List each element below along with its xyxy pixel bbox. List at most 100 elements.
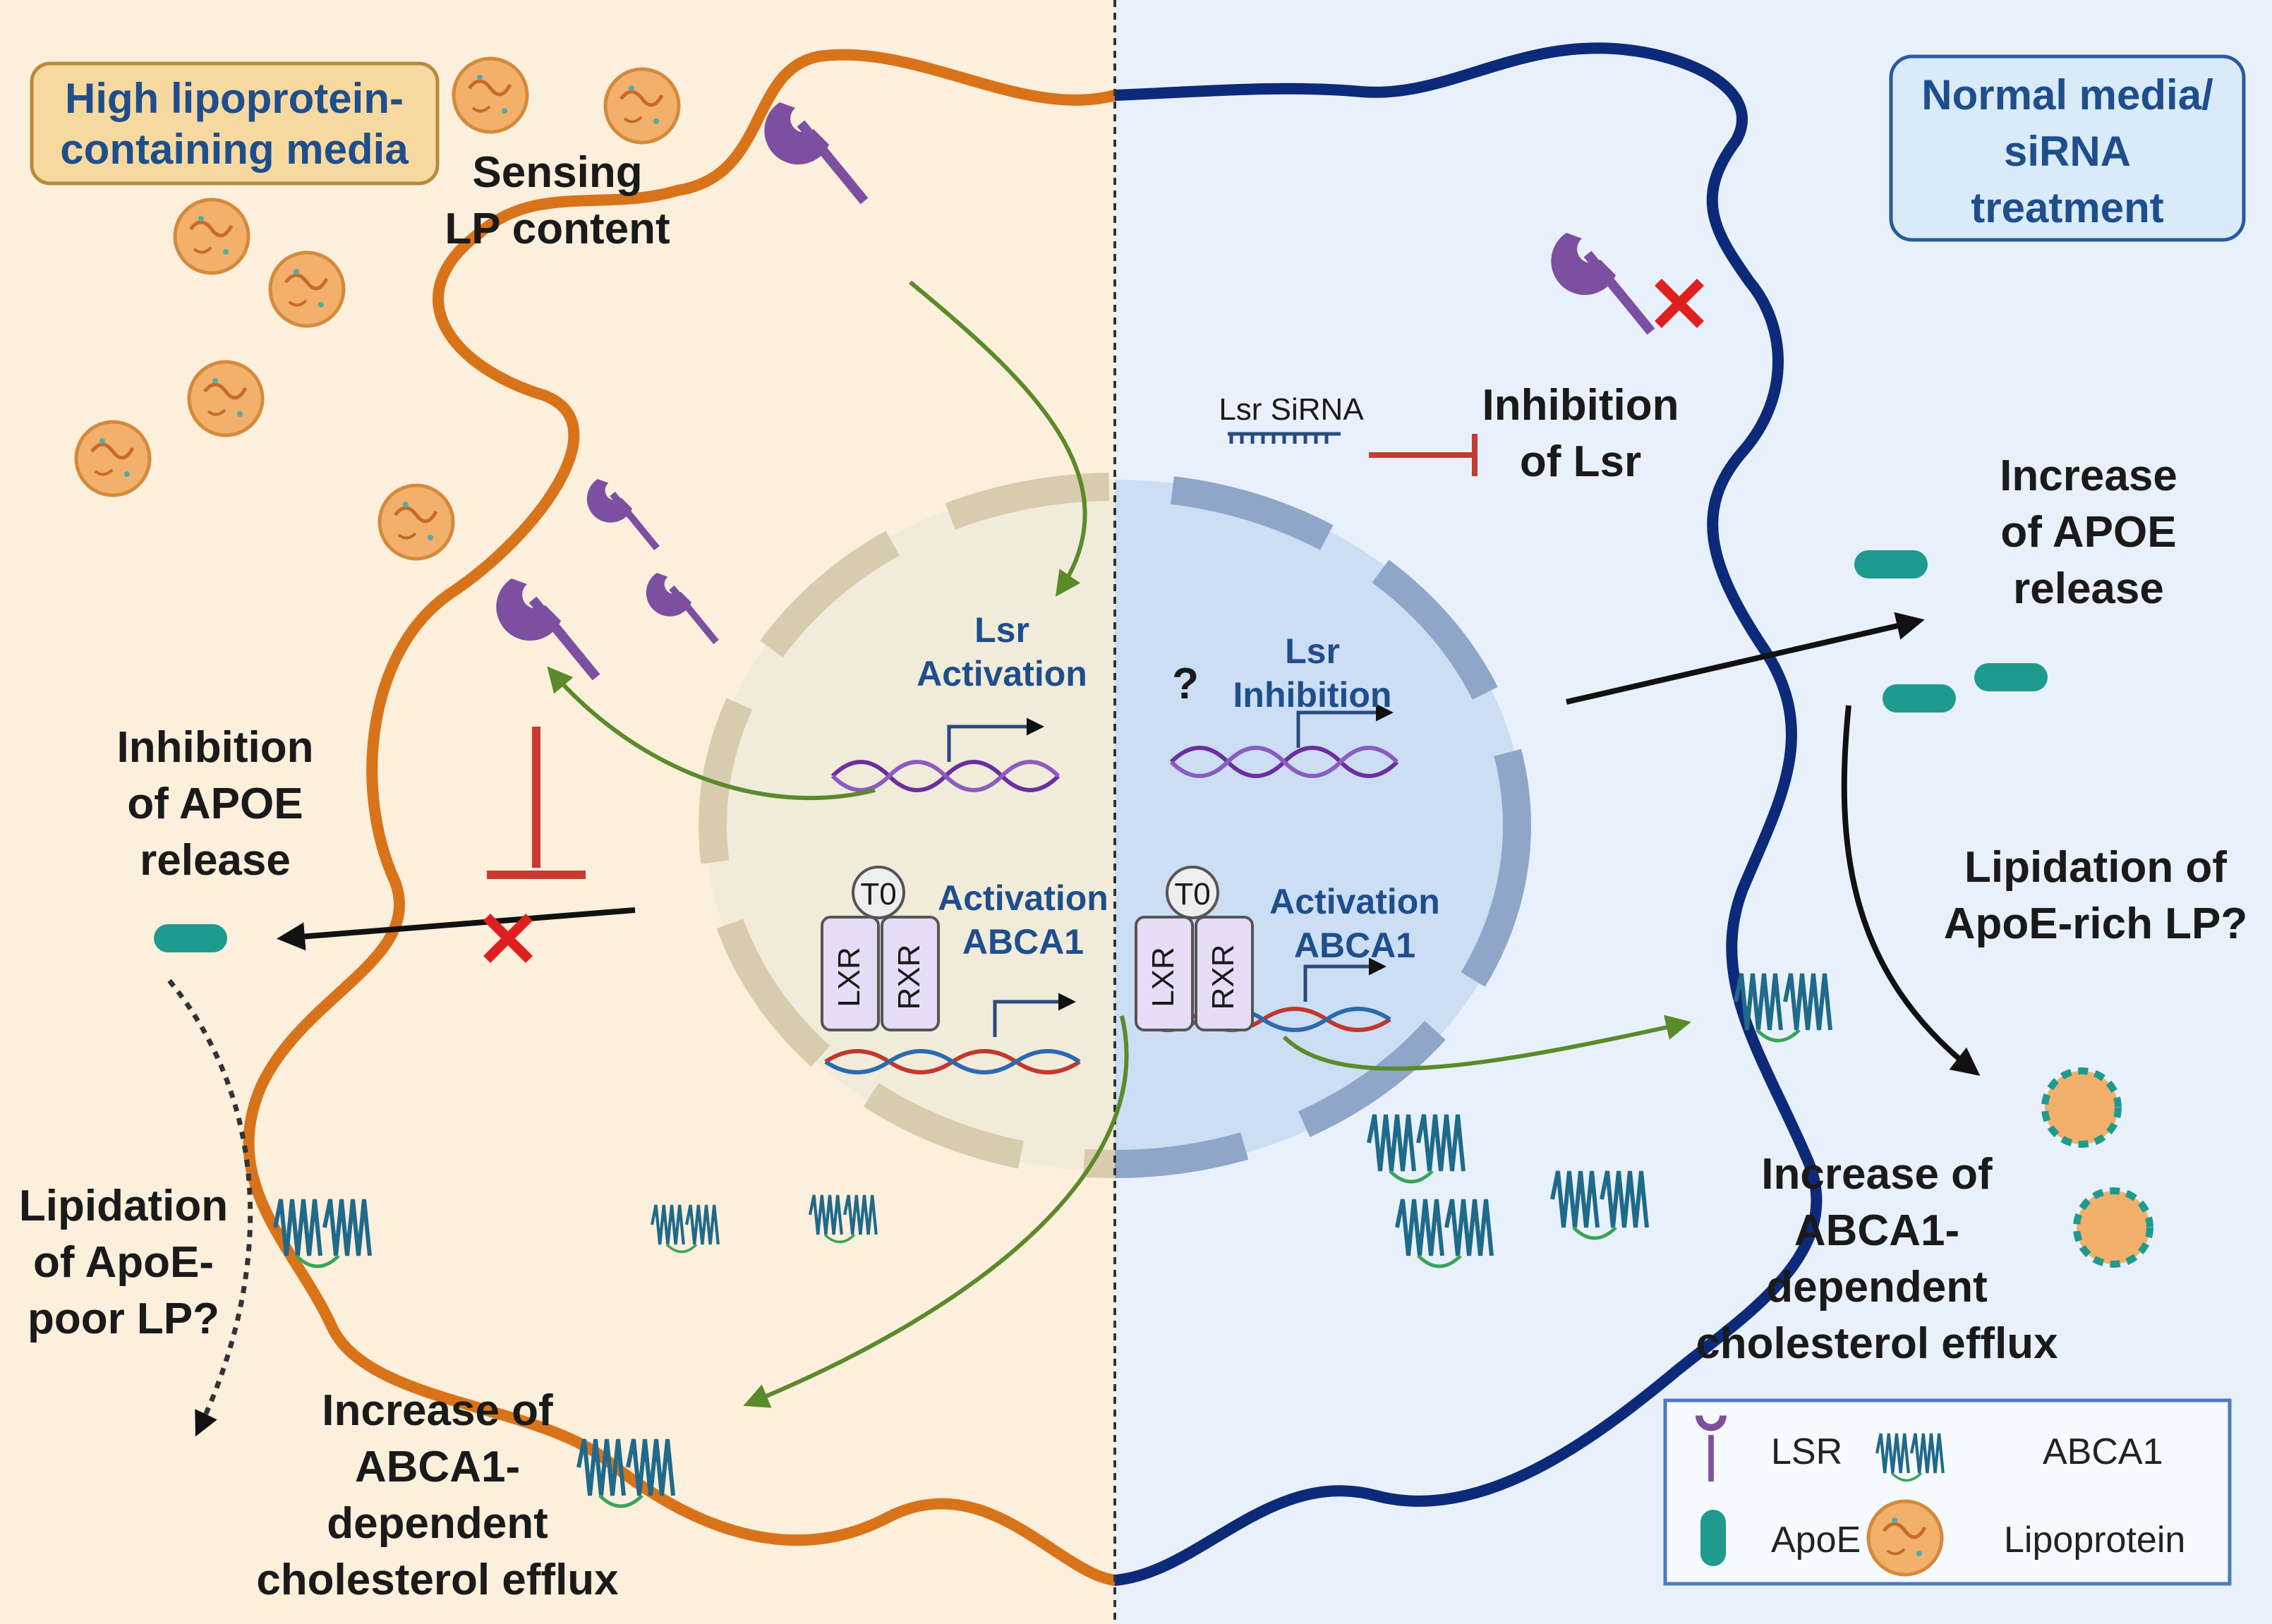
legend-abca1-label: ABCA1 [2043,1431,2163,1472]
apoe-icon [1883,684,1956,713]
dna-helix-icon [1169,746,1399,778]
lsr-activation-label-line: Lsr [974,610,1029,650]
increase-apoe-label: Increase of APOE release [2000,452,2177,613]
right-condition-label-line: Normal media/ [1921,71,2213,119]
inhibition-lsr-label-line: of Lsr [1520,437,1641,486]
lipidated-particle-icon [2073,1187,2153,1268]
cross-icon [483,914,533,963]
right-condition-box [1889,54,2246,242]
lipoprotein-icon [189,362,262,435]
inhibition-apoe-label: Inhibition of APOE release [117,723,314,885]
lipidation-rich-label-line: Lipidation of [1964,843,2227,892]
lipidation-poor-label-line: Lipidation [19,1182,228,1230]
inhibition-bar-apoe [487,727,586,879]
left-condition-box [30,61,440,186]
left-condition-label-line: containing media [60,126,409,173]
left-nucleus [706,480,1115,1171]
left-condition-label: High lipoprotein-containing media [60,75,409,173]
green-arrow-to-receptor [547,666,876,801]
inhibition-apoe-label-line: of APOE [127,780,303,828]
inhibition-lsr-label-line: Inhibition [1482,381,1679,430]
legend-lipoprotein-icon [1868,1501,1942,1575]
rxr-right-label-line: RXR [1206,945,1240,1010]
black-arrow-lipidation-right [1841,705,1981,1076]
increase-apoe-label-line: of APOE [2000,508,2176,557]
lxr-left-label-line: LXR [832,947,866,1007]
activation-abca1-left-label-line: Activation [938,878,1108,918]
increase-abca1-left-label-line: cholesterol efflux [256,1556,619,1604]
dotted-arrow-lipidation-left [167,978,253,1437]
lxr-left-label: LXR [832,947,866,1007]
rxr-right-label: RXR [1206,945,1240,1010]
sirna-icon [1228,432,1341,444]
increase-abca1-left-label-line: Increase of [322,1386,553,1435]
sensing-label-line: LP content [445,205,670,253]
activation-abca1-left-label-line: ABCA1 [962,922,1084,962]
legend-lipoprotein-label: Lipoprotein [2004,1520,2185,1561]
lipidation-poor-label-line: of ApoE- [33,1238,214,1287]
sensing-label: Sensing LP content [445,148,670,253]
black-arrow-apoe-right [1566,612,1925,705]
legend-abca1-label-line: ABCA1 [2043,1431,2163,1472]
t0-left-label-line: T0 [860,877,896,911]
increase-apoe-label-line: Increase [2000,452,2177,500]
lxr-rxr-complex-right [1135,866,1254,1031]
t0-left-label: T0 [860,877,896,911]
sensing-label-line: Sensing [472,148,642,197]
increase-abca1-right-label-line: ABCA1- [1794,1206,1959,1255]
cross-icon [1655,279,1704,328]
activation-abca1-right-label-line: Activation [1269,882,1440,921]
increase-abca1-right-label: Increase of ABCA1- dependent cholesterol ef… [1696,1150,2058,1368]
legend-lsr-icon [1696,1415,1727,1481]
legend-lsr-label-line: LSR [1771,1431,1842,1472]
inhibition-apoe-label-line: release [140,836,291,885]
lxr-rxr-complex-left [821,866,940,1031]
lipidation-rich-label-line: ApoE-rich LP? [1944,899,2248,948]
activation-abca1-right-label-line: ABCA1 [1294,926,1415,965]
increase-abca1-left-label-line: dependent [327,1499,548,1548]
inhibition-bar-lsr [1369,434,1478,476]
lipidation-poor-label-line: poor LP? [28,1295,219,1343]
green-arrow-abca1-right [1282,1014,1692,1071]
inhibition-lsr-label: Inhibition of Lsr [1482,381,1679,486]
black-arrow-apoe-left [277,907,636,951]
green-arrow-sensing [909,280,1087,597]
lipoprotein-icon [175,200,248,273]
rxr-left-label: RXR [892,945,926,1010]
rxr-left-label-line: RXR [892,945,926,1010]
increase-abca1-right-label-line: Increase of [1761,1150,1993,1199]
question-mark-label-line: ? [1172,660,1199,708]
sirna-label: Lsr SiRNA [1219,392,1364,427]
apoe-icon [1974,663,2048,691]
apoe-icon [154,924,227,952]
inhibition-apoe-label-line: Inhibition [117,723,314,772]
increase-apoe-label-line: release [2013,564,2164,613]
increase-abca1-left-label-line: ABCA1- [355,1443,520,1491]
question-mark-label: ? [1172,660,1199,708]
increase-abca1-right-label-line: cholesterol efflux [1696,1319,2058,1368]
left-condition-label-line: High lipoprotein- [65,75,404,122]
green-arrow-abca1-left [743,1015,1129,1408]
right-condition-label-line: siRNA [2004,128,2131,175]
lsr-activation-label-line: Activation [917,654,1087,693]
lipoprotein-icon [270,253,344,326]
increase-abca1-left-label: Increase of ABCA1- dependent cholesterol ef… [256,1386,619,1604]
dna-helix-icon [830,760,1061,792]
lsr-inhibition-label-line: Inhibition [1233,675,1392,715]
increase-abca1-right-label-line: dependent [1766,1263,1987,1311]
lipoprotein-icon [454,59,527,132]
apoe-icon [1854,550,1928,578]
dna-helix-icon [824,1049,1081,1074]
legend-lipoprotein-label-line: Lipoprotein [2004,1520,2185,1561]
lipoprotein-icon [605,69,679,143]
legend-box [1663,1398,2232,1586]
legend-apoe-icon [1700,1510,1726,1566]
sirna-label-line: Lsr SiRNA [1219,392,1364,427]
legend-lsr-label: LSR [1771,1431,1842,1472]
lipoprotein-icon [76,422,150,495]
